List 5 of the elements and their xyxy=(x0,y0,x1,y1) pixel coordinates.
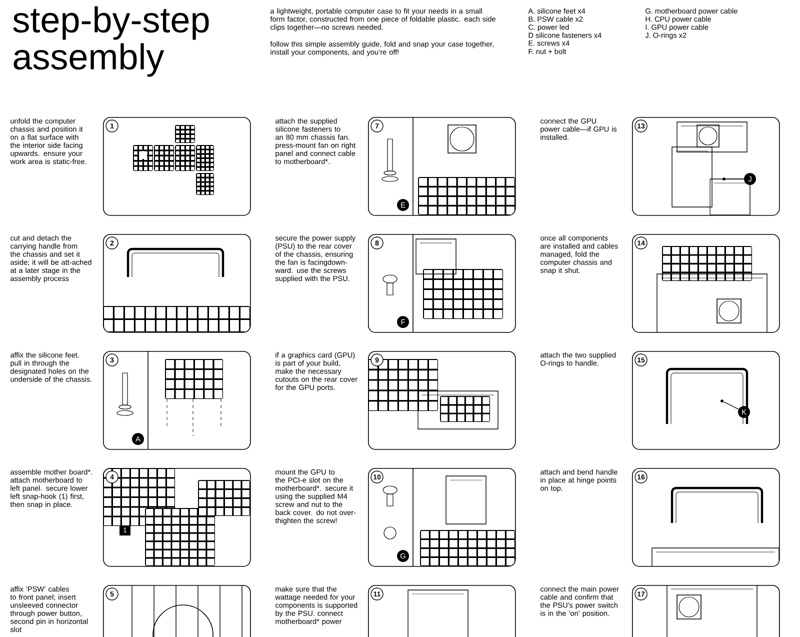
part-point xyxy=(720,400,724,402)
title: step-by-step assembly xyxy=(13,6,209,77)
leader-line xyxy=(725,178,744,180)
part-point xyxy=(722,178,726,180)
leader-line xyxy=(723,402,739,410)
